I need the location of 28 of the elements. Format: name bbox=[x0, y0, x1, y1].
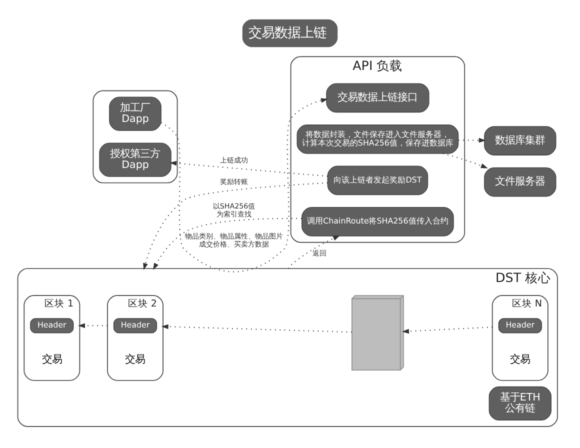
node-box: Header bbox=[30, 318, 74, 333]
arrow bbox=[458, 137, 486, 142]
node-box: 调用ChainRoute将SHA256值传入合约 bbox=[302, 206, 454, 236]
node-box: 基于ETH公有链 bbox=[488, 386, 552, 420]
edge-label: 返回 bbox=[312, 248, 326, 258]
diagram-title: 交易数据上链 bbox=[248, 24, 327, 40]
node-box: 交易数据上链接口 bbox=[326, 82, 430, 112]
node-box: 数据库集群 bbox=[484, 126, 556, 155]
node-box: 将数据封装，文件保存进入文件服务器，计算本次交易的SHA256值，保存进数据库 bbox=[296, 124, 459, 154]
edge-label: 上链成功 bbox=[220, 154, 248, 164]
node-box: Header bbox=[498, 318, 542, 333]
arrow bbox=[402, 326, 492, 334]
node-box: Header bbox=[113, 318, 158, 333]
arrow bbox=[78, 322, 108, 328]
node-box: 授权第三方 Dapp bbox=[99, 142, 172, 176]
arrow bbox=[160, 98, 328, 272]
arrow bbox=[170, 160, 328, 176]
arrow bbox=[161, 324, 352, 332]
arrow bbox=[143, 182, 328, 270]
edge-label: 物品类别、物品属性、物品图片成交价格、买卖方数据 bbox=[185, 231, 284, 248]
arrow bbox=[442, 152, 488, 168]
node-box: 加工厂 Dapp bbox=[109, 96, 162, 130]
arrow bbox=[153, 217, 302, 270]
edge-label: 奖励转账 bbox=[220, 176, 248, 186]
edge-label: 以SHA256值为索引查找 bbox=[212, 200, 256, 218]
node-box: 文件服务器 bbox=[484, 166, 556, 196]
node-box: 向该上链者发起奖励DST bbox=[327, 165, 428, 195]
arrow bbox=[288, 234, 340, 268]
